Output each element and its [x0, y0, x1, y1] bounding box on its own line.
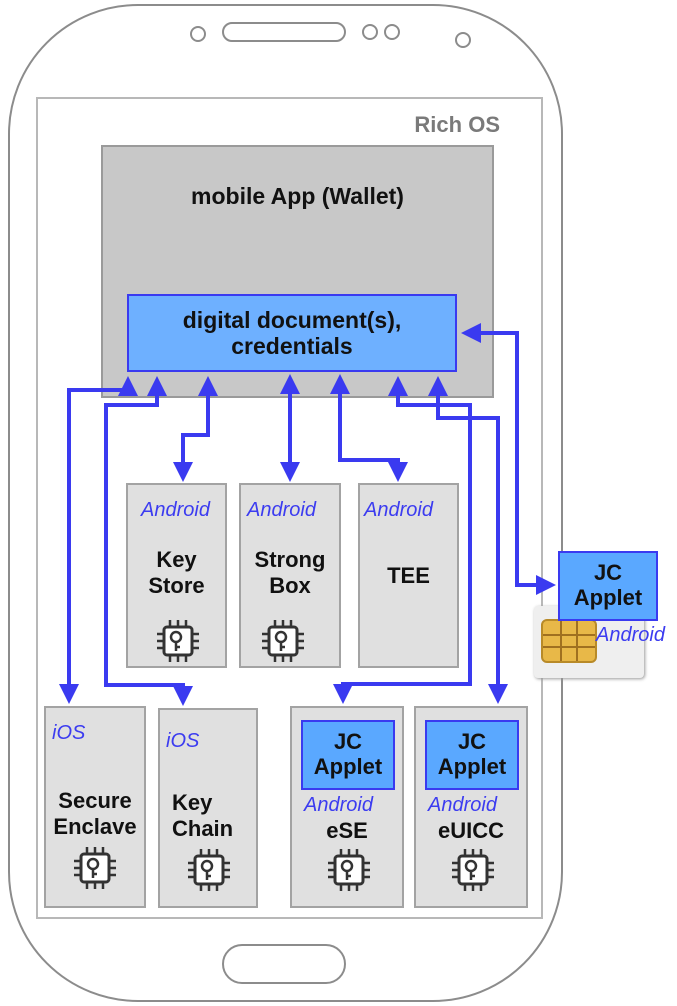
phone-front-dot: [455, 32, 471, 48]
android-euicc-box: JC Applet Android eUICC: [414, 706, 528, 908]
secure-enclave-platform-label: iOS: [52, 722, 86, 744]
android-ese-box: JC Applet Android eSE: [290, 706, 404, 908]
digital-documents-line2: credentials: [231, 333, 353, 359]
ese-platform-label: Android: [304, 794, 373, 816]
sim-jc-applet-line1: JC: [593, 560, 623, 586]
phone-home-button: [222, 944, 346, 984]
euicc-jc-applet-line2: Applet: [437, 754, 507, 779]
keychain-name: Key Chain: [172, 790, 268, 843]
sim-jc-applet-box: JC Applet: [558, 551, 658, 621]
sim-platform-label: Android: [596, 624, 665, 646]
mobile-app-title: mobile App (Wallet): [191, 183, 404, 209]
phone-speaker: [222, 22, 346, 42]
euicc-platform-label: Android: [428, 794, 497, 816]
strongbox-name-line2: Box: [269, 573, 311, 599]
secure-enclave-name-line1: Secure: [58, 788, 132, 813]
strongbox-name: Strong Box: [241, 547, 339, 600]
euicc-jc-applet-line1: JC: [457, 729, 487, 755]
keychain-name-line1: Key: [172, 790, 213, 815]
secure-enclave-name-line2: Enclave: [53, 814, 137, 840]
ese-jc-applet-line2: Applet: [313, 754, 383, 779]
ios-secure-enclave-box: iOS Secure Enclave: [44, 706, 146, 908]
strongbox-platform-label: Android: [247, 499, 316, 521]
euicc-jc-applet-box: JC Applet: [425, 720, 519, 790]
phone-sensor-dot-2: [384, 24, 400, 40]
sim-jc-applet-line2: Applet: [573, 585, 643, 610]
ese-name: eSE: [326, 818, 368, 843]
strongbox-name-line1: Strong: [254, 547, 326, 572]
android-strongbox-box: Android Strong Box: [239, 483, 341, 668]
secure-enclave-name: Secure Enclave: [46, 788, 144, 841]
rich-os-label: Rich OS: [414, 112, 500, 137]
keychain-name-line2: Chain: [172, 816, 234, 842]
keychain-platform-label: iOS: [166, 730, 200, 752]
digital-documents-line1: digital document(s),: [182, 306, 402, 333]
phone-sensor-dot-1: [362, 24, 378, 40]
phone-camera-dot: [190, 26, 206, 42]
euicc-name: eUICC: [437, 818, 504, 843]
digital-documents-box: digital document(s), credentials: [127, 294, 457, 372]
ios-keychain-box: iOS Key Chain: [158, 708, 258, 908]
ese-jc-applet-line1: JC: [333, 729, 363, 755]
sim-chip: [541, 619, 597, 663]
ese-jc-applet-box: JC Applet: [301, 720, 395, 790]
